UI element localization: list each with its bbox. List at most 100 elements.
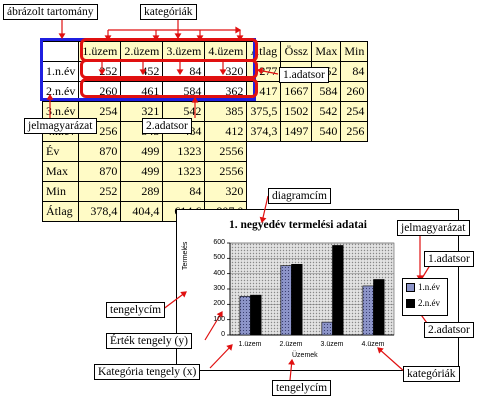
- callout-arrowhead: [180, 291, 187, 298]
- value-cell[interactable]: 254: [340, 101, 369, 122]
- callout-plotted-range: ábrázolt tartomány: [3, 4, 98, 20]
- header-cell[interactable]: 1.üzem: [78, 41, 122, 62]
- value-cell[interactable]: 2556: [204, 141, 248, 162]
- y-tick-label: 200: [213, 300, 225, 308]
- callout-value-axis: Érték tengely (y): [106, 333, 192, 349]
- callout-arrowhead: [191, 96, 199, 103]
- y-axis-title[interactable]: Termelés: [182, 241, 189, 270]
- table-row: Év 870 499 1323 2556: [41, 141, 368, 162]
- table-row: Min 252 289 84 320: [41, 181, 368, 202]
- header-row: 1.üzem 2.üzem 3.üzem 4.üzem Átlag Össz M…: [41, 41, 369, 62]
- callout-axis-title-left: tengelycím: [106, 302, 166, 318]
- callout-arrowhead: [58, 33, 66, 40]
- legend-label: 2.n.év: [418, 298, 440, 308]
- bar-series2: [332, 245, 344, 336]
- bar-series1: [280, 265, 292, 336]
- legend-swatch: [406, 298, 415, 308]
- value-cell[interactable]: 1497: [280, 121, 313, 142]
- callout-arrow: [377, 347, 406, 373]
- callout-arrowhead: [256, 67, 264, 75]
- bar-series2: [291, 264, 303, 336]
- header-cell[interactable]: 3.üzem: [162, 41, 206, 62]
- callout-arrowhead: [152, 35, 160, 42]
- legend-item-series2: 2.n.év: [403, 295, 447, 311]
- y-tick-label: 0: [221, 331, 225, 338]
- value-cell[interactable]: 870: [78, 141, 122, 162]
- value-cell[interactable]: 870: [78, 161, 122, 182]
- value-cell[interactable]: 1502: [280, 101, 313, 122]
- y-tick-label: 600: [213, 239, 225, 246]
- bar-series2: [250, 294, 262, 336]
- bar-series1: [321, 321, 333, 336]
- value-cell[interactable]: 499: [120, 161, 164, 182]
- corner-cell[interactable]: [41, 41, 80, 62]
- bar-series1: [362, 285, 374, 336]
- callout-arrowhead: [288, 358, 295, 365]
- chart-legend[interactable]: 1.n.év 2.n.év: [402, 278, 448, 316]
- x-axis-title[interactable]: Üzemek: [292, 352, 318, 359]
- value-cell[interactable]: 375,5: [246, 101, 282, 122]
- callout-chart-title: diagramcím: [268, 188, 331, 204]
- callout-categories-top: kategóriák: [140, 4, 197, 20]
- value-cell[interactable]: 499: [120, 141, 164, 162]
- callout-arrowhead: [259, 216, 267, 224]
- series1-highlight: [80, 59, 258, 79]
- callout-arrow: [204, 311, 223, 341]
- value-cell[interactable]: 252: [78, 181, 122, 202]
- y-tick-label: 500: [213, 254, 225, 262]
- callout-series1-top: 1.adatsor: [279, 67, 329, 83]
- value-cell[interactable]: 374,3: [246, 121, 282, 142]
- callout-arrowhead: [226, 344, 233, 351]
- callout-arrowhead: [377, 347, 384, 354]
- callout-arrowhead: [196, 35, 204, 42]
- callout-series2-right: 2.adatsor: [424, 322, 474, 338]
- series2-highlight: [80, 78, 258, 98]
- legend-swatch: [406, 282, 415, 292]
- value-cell[interactable]: 321: [120, 101, 164, 122]
- callout-arrowhead: [219, 69, 227, 76]
- callout-arrowhead: [104, 35, 112, 42]
- row-label-cell[interactable]: 3.n.év: [41, 101, 80, 122]
- value-cell[interactable]: 1323: [162, 161, 206, 182]
- x-tick-label: 1.üzem: [238, 341, 262, 348]
- callout-categories-bottom: kategóriák: [403, 366, 460, 382]
- callout-arrowhead: [216, 311, 223, 318]
- callout-legend-right: jelmagyarázat: [397, 220, 470, 236]
- value-cell[interactable]: 84: [162, 181, 206, 202]
- chart-title[interactable]: 1. negyedév termelési adatai: [229, 219, 367, 231]
- row-label-cell[interactable]: Átlag: [41, 201, 80, 222]
- y-tick-label: 400: [213, 269, 225, 277]
- bar-series2: [373, 279, 385, 336]
- value-cell[interactable]: 256: [340, 121, 369, 142]
- x-tick-label: 3.üzem: [320, 341, 344, 348]
- callout-legend-left: jelmagyarázat: [24, 118, 97, 134]
- header-cell[interactable]: Min: [340, 41, 369, 62]
- callout-series2-top: 2.adatsor: [142, 118, 192, 134]
- x-tick-label: 4.üzem: [361, 341, 385, 348]
- callout-arrowhead: [139, 69, 147, 76]
- callout-arrowhead: [98, 69, 106, 76]
- callout-arrowhead: [235, 26, 242, 34]
- bar-series1: [239, 296, 251, 336]
- value-cell[interactable]: 542: [311, 101, 342, 122]
- legend-item-series1: 1.n.év: [403, 279, 447, 295]
- value-cell[interactable]: 320: [204, 181, 248, 202]
- value-cell[interactable]: 404,4: [120, 201, 164, 222]
- row-label-cell[interactable]: Év: [41, 141, 80, 162]
- callout-arrowhead: [46, 93, 54, 100]
- callout-arrow: [161, 291, 187, 311]
- row-label-cell[interactable]: 1.n.év: [41, 61, 80, 82]
- x-tick-label: 2.üzem: [279, 341, 303, 348]
- callout-arrowhead: [236, 35, 244, 42]
- callout-arrowhead: [176, 69, 184, 76]
- table-row: 3.n.év 254 321 542 385 375,5 1502 542 25…: [41, 101, 369, 122]
- row-label-cell[interactable]: Max: [41, 161, 80, 182]
- table-row: Max 870 499 1323 2556: [41, 161, 368, 182]
- row-label-cell[interactable]: Min: [41, 181, 80, 202]
- y-tick-label: 100: [213, 315, 225, 323]
- value-cell[interactable]: 385: [204, 101, 248, 122]
- value-cell[interactable]: 260: [340, 81, 369, 102]
- callout-series1-right: 1.adatsor: [424, 251, 474, 267]
- callout-arrowhead: [174, 33, 182, 40]
